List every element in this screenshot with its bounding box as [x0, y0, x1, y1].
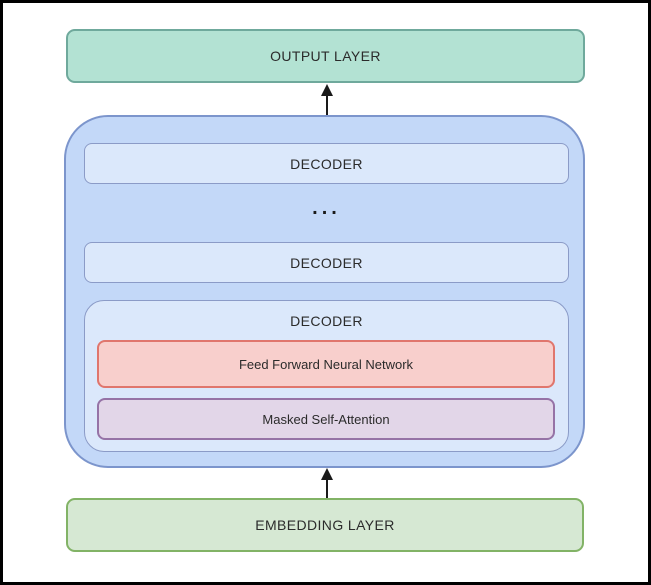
output-layer-box: OUTPUT LAYER	[66, 29, 585, 83]
masked-self-attention-box: Masked Self-Attention	[97, 398, 555, 440]
ellipsis-label: ...	[312, 196, 341, 219]
arrow-head-icon	[321, 84, 333, 96]
arrow-shaft	[326, 480, 328, 498]
masked-self-attention-label: Masked Self-Attention	[262, 411, 390, 427]
decoder-box-middle: DECODER	[84, 242, 569, 283]
arrow-shaft	[326, 96, 328, 115]
arrow-up-icon	[320, 84, 334, 115]
feed-forward-box: Feed Forward Neural Network	[97, 340, 555, 388]
decoder-middle-label: DECODER	[290, 254, 363, 271]
embedding-layer-box: EMBEDDING LAYER	[66, 498, 584, 552]
embedding-layer-label: EMBEDDING LAYER	[255, 517, 395, 533]
output-layer-label: OUTPUT LAYER	[270, 48, 381, 64]
decoder-detailed-label: DECODER	[290, 313, 363, 329]
decoder-top-label: DECODER	[290, 155, 363, 172]
arrow-head-icon	[321, 468, 333, 480]
decoder-detailed-label-row: DECODER	[85, 301, 568, 341]
decoder-box-top: DECODER	[84, 143, 569, 184]
feed-forward-label: Feed Forward Neural Network	[238, 356, 414, 372]
ellipsis-dots: ...	[84, 192, 569, 224]
arrow-up-icon	[320, 468, 334, 498]
